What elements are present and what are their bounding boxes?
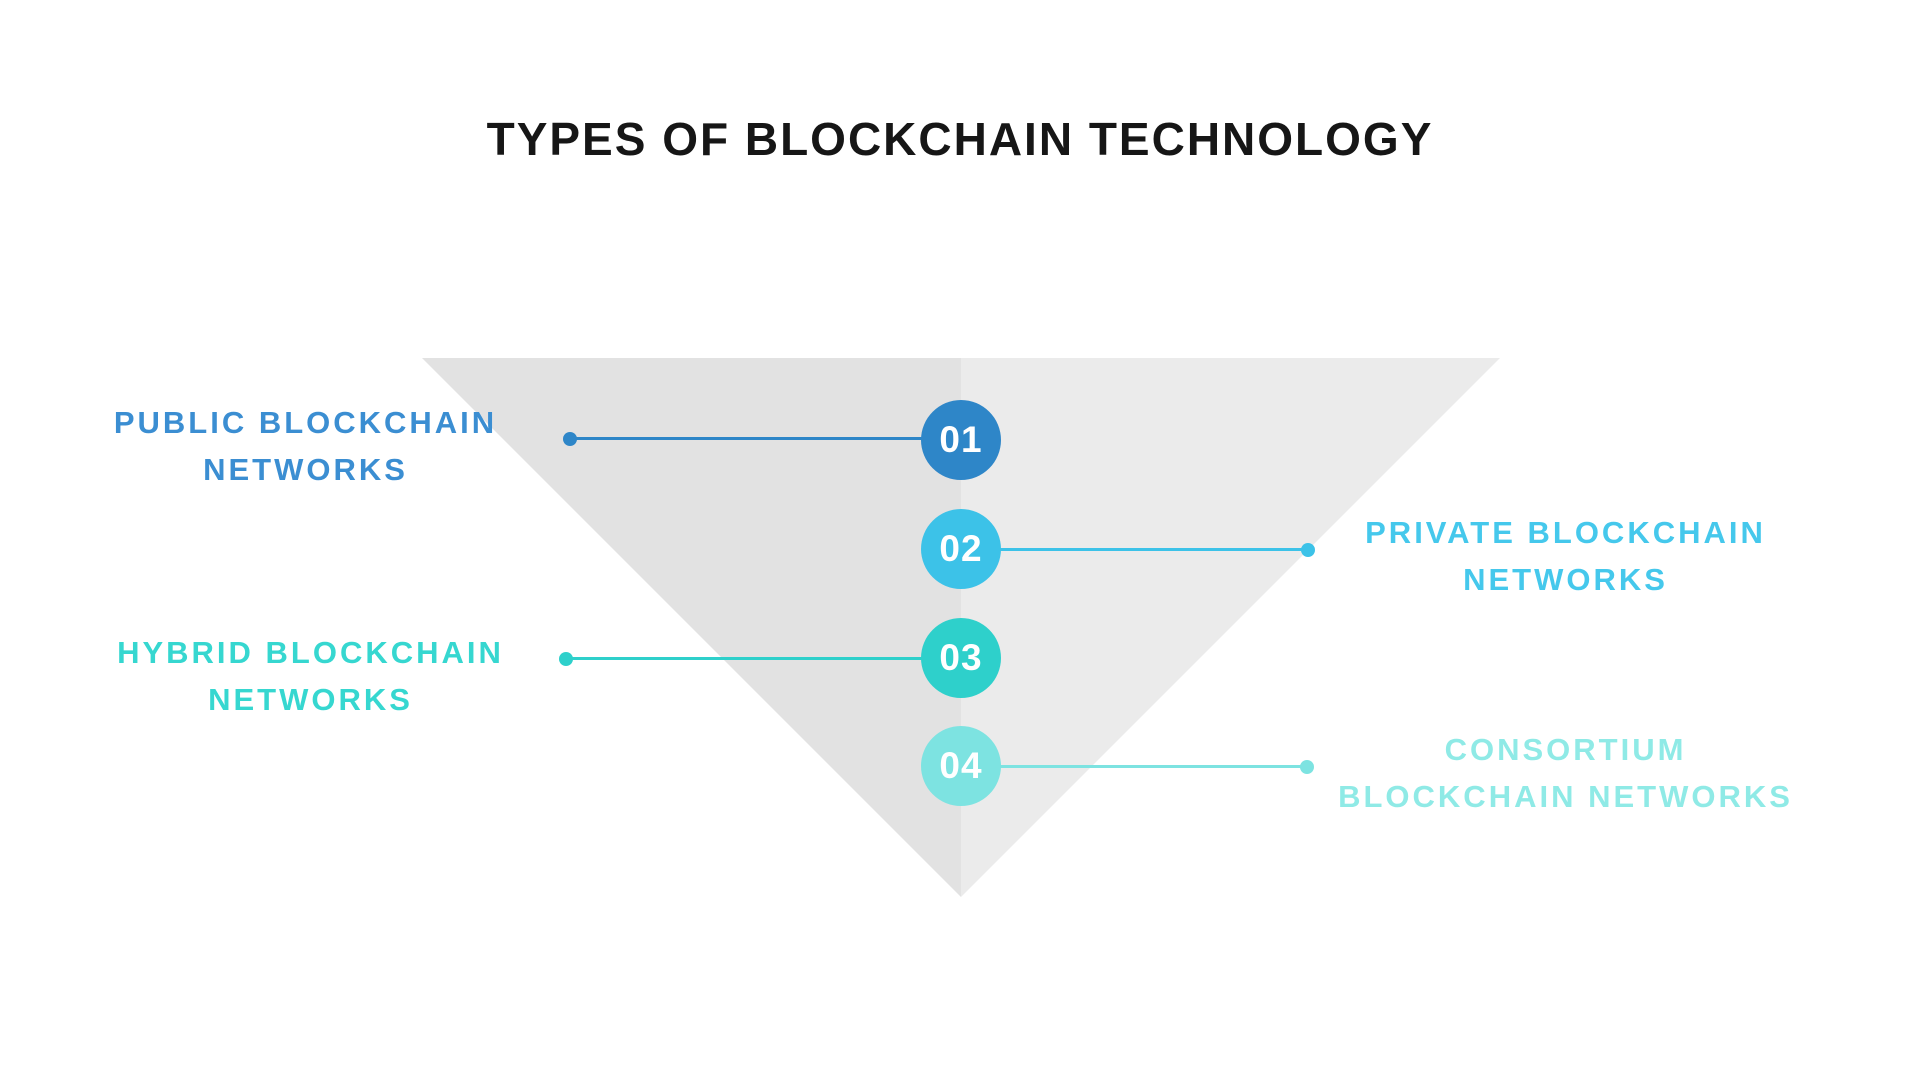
connector-line-03 [559, 651, 961, 666]
step-number-02: 02 [939, 528, 983, 569]
connector-line-01 [563, 431, 961, 446]
connector-line-04 [961, 759, 1314, 774]
connector-endpoint-dot-03 [559, 651, 573, 666]
label-hybrid-blockchain-networks: HYBRID BLOCKCHAIN NETWORKS [117, 635, 504, 717]
label-public-blockchain-networks: PUBLIC BLOCKCHAIN NETWORKS [113, 405, 498, 487]
step-circle-04: 04 [921, 726, 1001, 806]
step-circle-01: 01 [921, 400, 1001, 480]
connector-line-02 [961, 542, 1315, 557]
step-number-03: 03 [939, 637, 983, 678]
connector-endpoint-dot-04 [1300, 759, 1314, 774]
step-circle-02: 02 [921, 509, 1001, 589]
step-number-04: 04 [939, 745, 983, 786]
connector-endpoint-dot-02 [1301, 542, 1315, 557]
label-private-blockchain-networks: PRIVATE BLOCKCHAIN NETWORKS [1365, 515, 1766, 597]
step-circle-03: 03 [921, 618, 1001, 698]
connector-endpoint-dot-01 [563, 431, 577, 446]
label-consortium-blockchain-networks: CONSORTIUM BLOCKCHAIN NETWORKS [1338, 732, 1793, 814]
page-title: TYPES OF BLOCKCHAIN TECHNOLOGY [486, 113, 1434, 165]
step-number-01: 01 [939, 419, 983, 460]
